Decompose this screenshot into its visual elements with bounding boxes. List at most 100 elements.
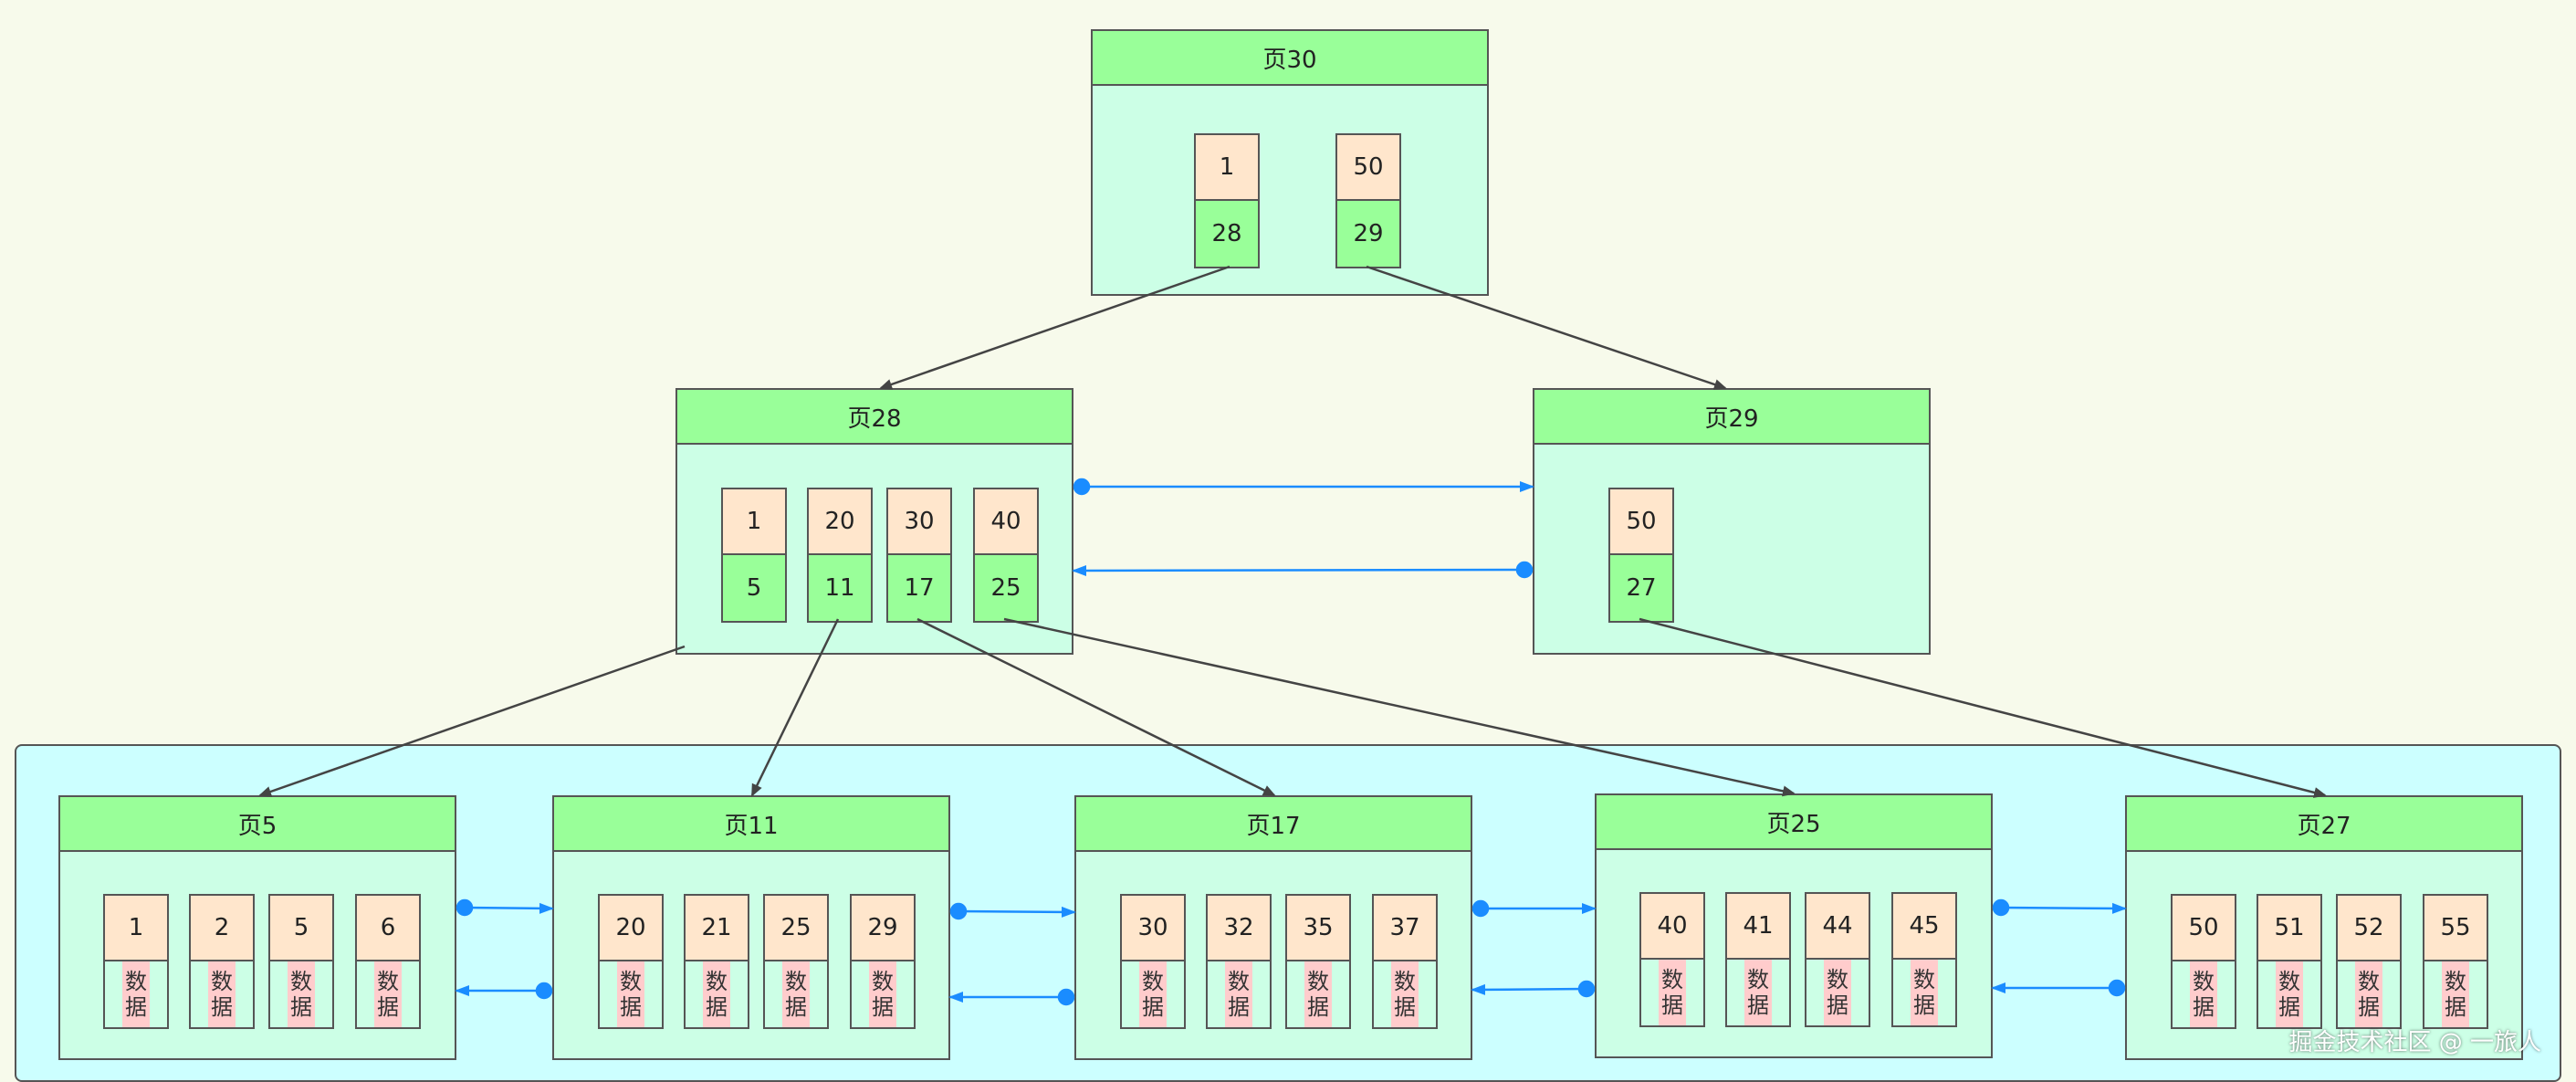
data-record: 44 数据 xyxy=(1805,892,1870,1027)
watermark: 掘金技术社区 @ 一旅人 xyxy=(2288,1029,2541,1056)
sibling-link-prev xyxy=(1072,564,1525,576)
page-leaf: 页17 30 数据 32 数据 35 数据 37 数据 xyxy=(1074,795,1472,1060)
record-pointer: 25 xyxy=(975,555,1037,621)
record-data: 数据 xyxy=(1225,961,1252,1027)
index-record: 50 27 xyxy=(1608,488,1674,623)
data-record: 32 数据 xyxy=(1206,894,1272,1029)
data-record: 2 数据 xyxy=(189,894,255,1029)
record-key: 5 xyxy=(270,896,332,961)
record-data: 数据 xyxy=(2190,961,2217,1027)
record-key: 50 xyxy=(1337,135,1399,201)
record-key: 50 xyxy=(1610,489,1672,555)
record-key: 50 xyxy=(2173,896,2235,961)
index-record: 1 28 xyxy=(1194,133,1260,268)
page-leaf: 页25 40 数据 41 数据 44 数据 45 数据 xyxy=(1595,793,1993,1058)
record-key: 1 xyxy=(723,489,785,555)
data-record: 52 数据 xyxy=(2336,894,2402,1029)
data-record: 1 数据 xyxy=(103,894,169,1029)
record-key: 52 xyxy=(2338,896,2400,961)
record-key: 21 xyxy=(686,896,748,961)
record-data: 数据 xyxy=(703,961,730,1027)
record-pointer: 11 xyxy=(809,555,871,621)
page-internal: 页28 1 5 20 11 30 17 40 25 xyxy=(675,388,1073,655)
record-data: 数据 xyxy=(208,961,236,1027)
page-leaf: 页5 1 数据 2 数据 5 数据 6 数据 xyxy=(58,795,456,1060)
record-key: 41 xyxy=(1727,894,1789,960)
index-record: 1 5 xyxy=(721,488,787,623)
record-data: 数据 xyxy=(1744,960,1772,1025)
record-key: 1 xyxy=(1196,135,1258,201)
record-pointer: 17 xyxy=(888,555,950,621)
record-key: 55 xyxy=(2424,896,2487,961)
record-pointer: 28 xyxy=(1196,201,1258,267)
data-record: 21 数据 xyxy=(684,894,749,1029)
page-title: 页30 xyxy=(1093,31,1487,86)
record-pointer: 27 xyxy=(1610,555,1672,621)
data-record: 40 数据 xyxy=(1639,892,1705,1027)
page-root: 页30 1 28 50 29 xyxy=(1091,29,1489,296)
record-key: 29 xyxy=(852,896,914,961)
record-data: 数据 xyxy=(1139,961,1167,1027)
record-key: 20 xyxy=(809,489,871,555)
page-leaf: 页11 20 数据 21 数据 25 数据 29 数据 xyxy=(552,795,950,1060)
data-record: 50 数据 xyxy=(2171,894,2236,1029)
record-key: 30 xyxy=(1122,896,1184,961)
data-record: 29 数据 xyxy=(850,894,916,1029)
index-record: 40 25 xyxy=(973,488,1039,623)
record-key: 25 xyxy=(765,896,827,961)
page-title: 页17 xyxy=(1076,797,1471,852)
data-record: 6 数据 xyxy=(355,894,421,1029)
record-key: 2 xyxy=(191,896,253,961)
page-title: 页5 xyxy=(60,797,455,852)
record-key: 44 xyxy=(1806,894,1869,960)
record-data: 数据 xyxy=(1659,960,1686,1025)
record-key: 40 xyxy=(975,489,1037,555)
record-key: 20 xyxy=(600,896,662,961)
record-data: 数据 xyxy=(617,961,644,1027)
record-data: 数据 xyxy=(2442,961,2469,1027)
record-data: 数据 xyxy=(1911,960,1938,1025)
data-record: 35 数据 xyxy=(1285,894,1351,1029)
page-title: 页11 xyxy=(554,797,948,852)
index-record: 50 29 xyxy=(1335,133,1401,268)
record-data: 数据 xyxy=(2355,961,2382,1027)
record-data: 数据 xyxy=(122,961,150,1027)
data-record: 41 数据 xyxy=(1725,892,1791,1027)
record-key: 35 xyxy=(1287,896,1349,961)
record-key: 6 xyxy=(357,896,419,961)
data-record: 45 数据 xyxy=(1891,892,1957,1027)
index-record: 30 17 xyxy=(886,488,952,623)
data-record: 5 数据 xyxy=(268,894,334,1029)
record-key: 40 xyxy=(1641,894,1703,960)
page-title: 页27 xyxy=(2127,797,2521,852)
record-data: 数据 xyxy=(1304,961,1332,1027)
record-pointer: 5 xyxy=(723,555,785,621)
data-record: 37 数据 xyxy=(1372,894,1438,1029)
record-pointer: 29 xyxy=(1337,201,1399,267)
link-origin-dot xyxy=(1515,561,1534,579)
record-data: 数据 xyxy=(1824,960,1851,1025)
page-title: 页28 xyxy=(677,390,1072,445)
record-key: 37 xyxy=(1374,896,1436,961)
page-leaf: 页27 50 数据 51 数据 52 数据 55 数据 xyxy=(2125,795,2523,1060)
record-data: 数据 xyxy=(374,961,402,1027)
record-data: 数据 xyxy=(1391,961,1419,1027)
record-data: 数据 xyxy=(288,961,315,1027)
index-record: 20 11 xyxy=(807,488,873,623)
data-record: 55 数据 xyxy=(2423,894,2488,1029)
record-key: 51 xyxy=(2258,896,2320,961)
record-data: 数据 xyxy=(782,961,810,1027)
data-record: 20 数据 xyxy=(598,894,664,1029)
page-internal: 页29 50 27 xyxy=(1533,388,1931,655)
record-data: 数据 xyxy=(2276,961,2303,1027)
page-title: 页25 xyxy=(1597,795,1991,850)
record-key: 45 xyxy=(1893,894,1955,960)
data-record: 51 数据 xyxy=(2257,894,2322,1029)
link-origin-dot xyxy=(1073,478,1091,496)
data-record: 25 数据 xyxy=(763,894,829,1029)
record-key: 32 xyxy=(1208,896,1270,961)
record-data: 数据 xyxy=(869,961,896,1027)
record-key: 30 xyxy=(888,489,950,555)
data-record: 30 数据 xyxy=(1120,894,1186,1029)
